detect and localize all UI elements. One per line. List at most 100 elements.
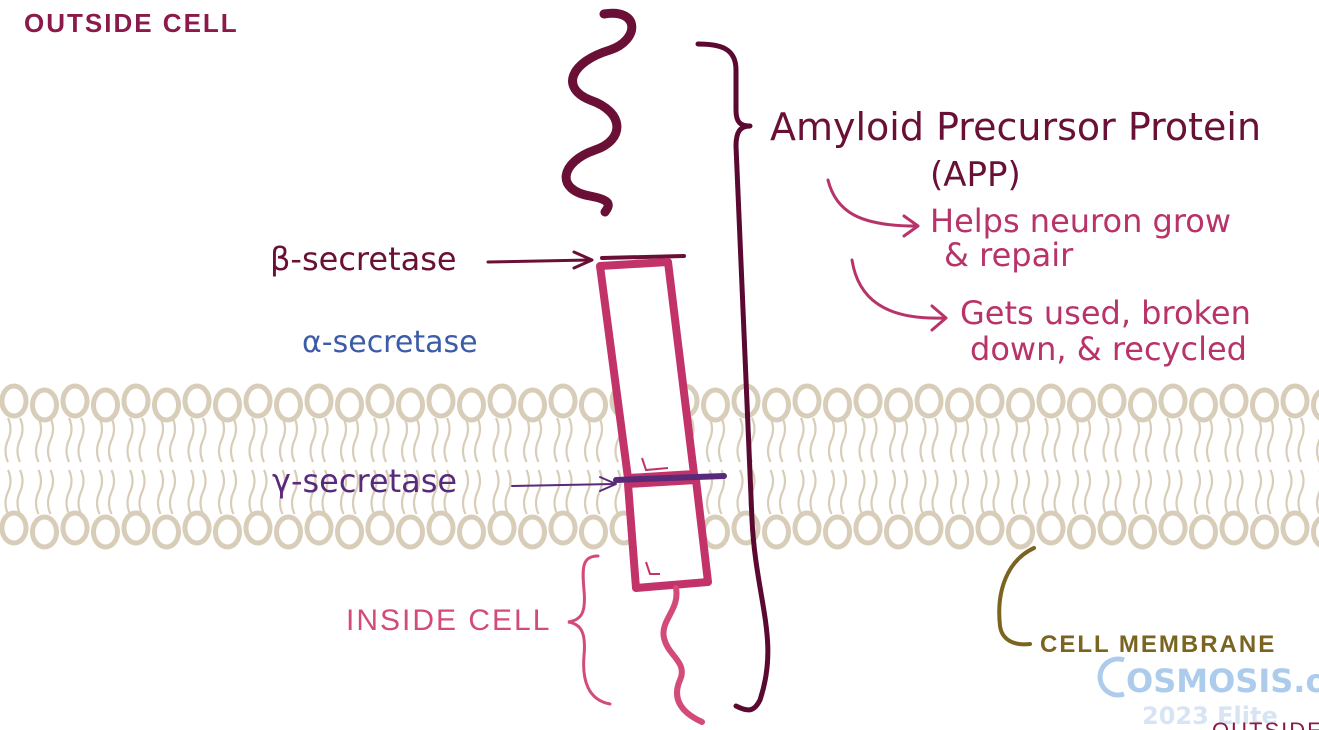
lipid-tail: [463, 470, 468, 514]
lipid-head: [978, 386, 1002, 416]
lipid-tail: [1146, 418, 1151, 462]
lipid-tail: [201, 470, 206, 514]
lipid-head: [460, 390, 484, 420]
lipid-tail: [567, 418, 572, 462]
lipid-head: [765, 517, 789, 547]
lipid-tail: [811, 470, 816, 514]
lipid-head: [856, 386, 880, 416]
lipid-tail: [1299, 418, 1304, 462]
lipid-tail: [829, 418, 834, 462]
lipid-tail: [860, 418, 865, 462]
lipid-head: [1009, 517, 1033, 547]
lipid-tail: [1134, 470, 1139, 514]
lipid-head: [582, 390, 606, 420]
lipid-tail: [463, 418, 468, 462]
lipid-tail: [170, 470, 175, 514]
lipid-head: [216, 517, 240, 547]
cut-off-corner-label: OUTSIDE: [1212, 718, 1319, 730]
lipid-tail: [890, 418, 895, 462]
lipid-tail: [780, 470, 785, 514]
lipid-tail: [841, 418, 846, 462]
lipid-head: [490, 386, 514, 416]
lipid-head: [1161, 513, 1185, 543]
lipid-tail: [1134, 418, 1139, 462]
lipid-head: [2, 513, 26, 543]
lipid-head: [490, 513, 514, 543]
lipid-tail: [902, 470, 907, 514]
lipid-tail: [872, 418, 877, 462]
app-abbreviation: (APP): [930, 155, 1021, 195]
lipid-tail: [79, 470, 84, 514]
lipid-head: [887, 390, 911, 420]
lipid-head: [1131, 390, 1155, 420]
lipid-tail: [555, 418, 560, 462]
lipid-head: [1009, 390, 1033, 420]
app-extracellular-squiggle: [566, 13, 632, 212]
function-1-line2: & repair: [944, 236, 1074, 274]
lipid-tail: [323, 418, 328, 462]
lipid-tail: [219, 470, 224, 514]
lipid-tail: [1104, 418, 1109, 462]
lipid-tail: [585, 418, 590, 462]
lipid-tail: [902, 418, 907, 462]
lipid-tail: [311, 418, 316, 462]
lipid-tail: [536, 418, 541, 462]
lipid-head: [795, 386, 819, 416]
function-2-arrow: [852, 260, 946, 330]
lipid-tail: [262, 418, 267, 462]
lipid-tail: [475, 470, 480, 514]
lipid-head: [246, 513, 270, 543]
lipid-tail: [1226, 418, 1231, 462]
lipid-tail: [189, 418, 194, 462]
lipid-head: [124, 386, 148, 416]
lipid-head: [94, 390, 118, 420]
lipid-tail: [921, 418, 926, 462]
inside-cell-label: INSIDE CELL: [346, 604, 551, 637]
lipid-head: [1314, 517, 1319, 547]
lipid-tail: [982, 470, 987, 514]
lipid-head: [429, 386, 453, 416]
lipid-tail: [250, 418, 255, 462]
lipid-head: [1070, 390, 1094, 420]
lipid-tail: [128, 418, 133, 462]
lipid-tail: [97, 470, 102, 514]
lipid-tail: [738, 470, 743, 514]
lipid-head: [246, 386, 270, 416]
lipid-head: [582, 517, 606, 547]
lipid-tail: [36, 418, 41, 462]
lipid-tail: [1085, 418, 1090, 462]
lipid-tail: [719, 418, 724, 462]
app-lower-segment: [628, 480, 708, 588]
lipid-tail: [494, 470, 499, 514]
lipid-tail: [616, 470, 621, 514]
lipid-tail: [951, 418, 956, 462]
lipid-head: [551, 386, 575, 416]
lipid-head: [124, 513, 148, 543]
lipid-tail: [1177, 418, 1182, 462]
app-brace: [698, 44, 768, 710]
lipid-tail: [707, 418, 712, 462]
lipid-tail: [1195, 470, 1200, 514]
lipid-tail: [158, 470, 163, 514]
lipid-tail: [506, 418, 511, 462]
lipid-head: [1314, 390, 1319, 420]
lipid-head: [551, 513, 575, 543]
lipid-tail: [1177, 470, 1182, 514]
lipid-head: [155, 517, 179, 547]
lipid-tail: [1256, 470, 1261, 514]
lipid-head: [2, 386, 26, 416]
lipid-tail: [1073, 470, 1078, 514]
lipid-head: [1161, 386, 1185, 416]
lipid-head: [338, 517, 362, 547]
lipid-tail: [890, 470, 895, 514]
lipid-tail: [994, 418, 999, 462]
lipid-head: [887, 517, 911, 547]
lipid-tail: [445, 418, 450, 462]
lipid-tail: [48, 470, 53, 514]
lipid-tail: [170, 418, 175, 462]
lipid-tail: [6, 470, 11, 514]
lipid-tail: [48, 418, 53, 462]
function-1-line1: Helps neuron grow: [930, 202, 1231, 240]
lipid-tail: [921, 470, 926, 514]
lipid-head: [948, 390, 972, 420]
